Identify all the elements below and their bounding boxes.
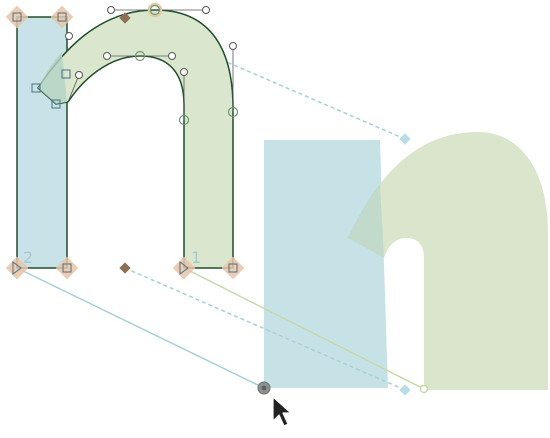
smooth-point[interactable] <box>149 4 161 16</box>
corner-point[interactable] <box>51 99 61 109</box>
preview-arch-shape <box>348 132 548 390</box>
corner-point[interactable] <box>57 12 67 22</box>
guide-line-dashed-bottom <box>124 267 406 391</box>
corner-point[interactable] <box>62 263 72 273</box>
target-marker-top <box>399 133 411 145</box>
target-point-green <box>419 384 429 394</box>
smooth-point[interactable] <box>227 106 239 118</box>
start-point-triangle[interactable] <box>179 261 189 275</box>
dragged-point-core <box>261 385 267 391</box>
offcurve-point[interactable] <box>75 71 83 79</box>
glyph-preview <box>264 132 548 390</box>
smooth-points[interactable] <box>134 2 239 126</box>
guide-line-solid-green <box>183 267 425 390</box>
preview-overlap-region <box>348 184 384 258</box>
smooth-point[interactable] <box>134 50 146 62</box>
arrow-pointer-icon <box>272 396 292 427</box>
offcurve-point[interactable] <box>180 68 188 76</box>
handle-line <box>67 74 80 103</box>
offcurve-point[interactable] <box>65 32 73 40</box>
bezier-handles[interactable] <box>65 6 237 121</box>
guide-line-solid-blue <box>16 267 265 389</box>
contour-index-label: 1 <box>191 248 201 267</box>
contour-index-label: 2 <box>23 248 33 267</box>
corner-point[interactable] <box>31 83 41 93</box>
offcurve-point[interactable] <box>103 52 111 60</box>
corner-point[interactable] <box>228 263 238 273</box>
glyph-source[interactable] <box>16 9 234 269</box>
start-point-triangle[interactable] <box>12 261 22 275</box>
corner-point-highlight <box>50 5 74 29</box>
corner-point[interactable] <box>61 69 71 79</box>
corner-point[interactable] <box>12 12 22 22</box>
smooth-point[interactable] <box>178 114 190 126</box>
target-marker-bottom <box>399 384 411 396</box>
offcurve-point[interactable] <box>107 6 115 14</box>
offcurve-point[interactable] <box>168 52 176 60</box>
preview-stem-shape <box>264 140 388 388</box>
offcurve-point[interactable] <box>229 42 237 50</box>
arch-overlap-region <box>38 52 67 104</box>
anchor-marker-bottom[interactable] <box>119 262 131 274</box>
smooth-point[interactable] <box>147 2 163 18</box>
offcurve-point[interactable] <box>202 6 210 14</box>
